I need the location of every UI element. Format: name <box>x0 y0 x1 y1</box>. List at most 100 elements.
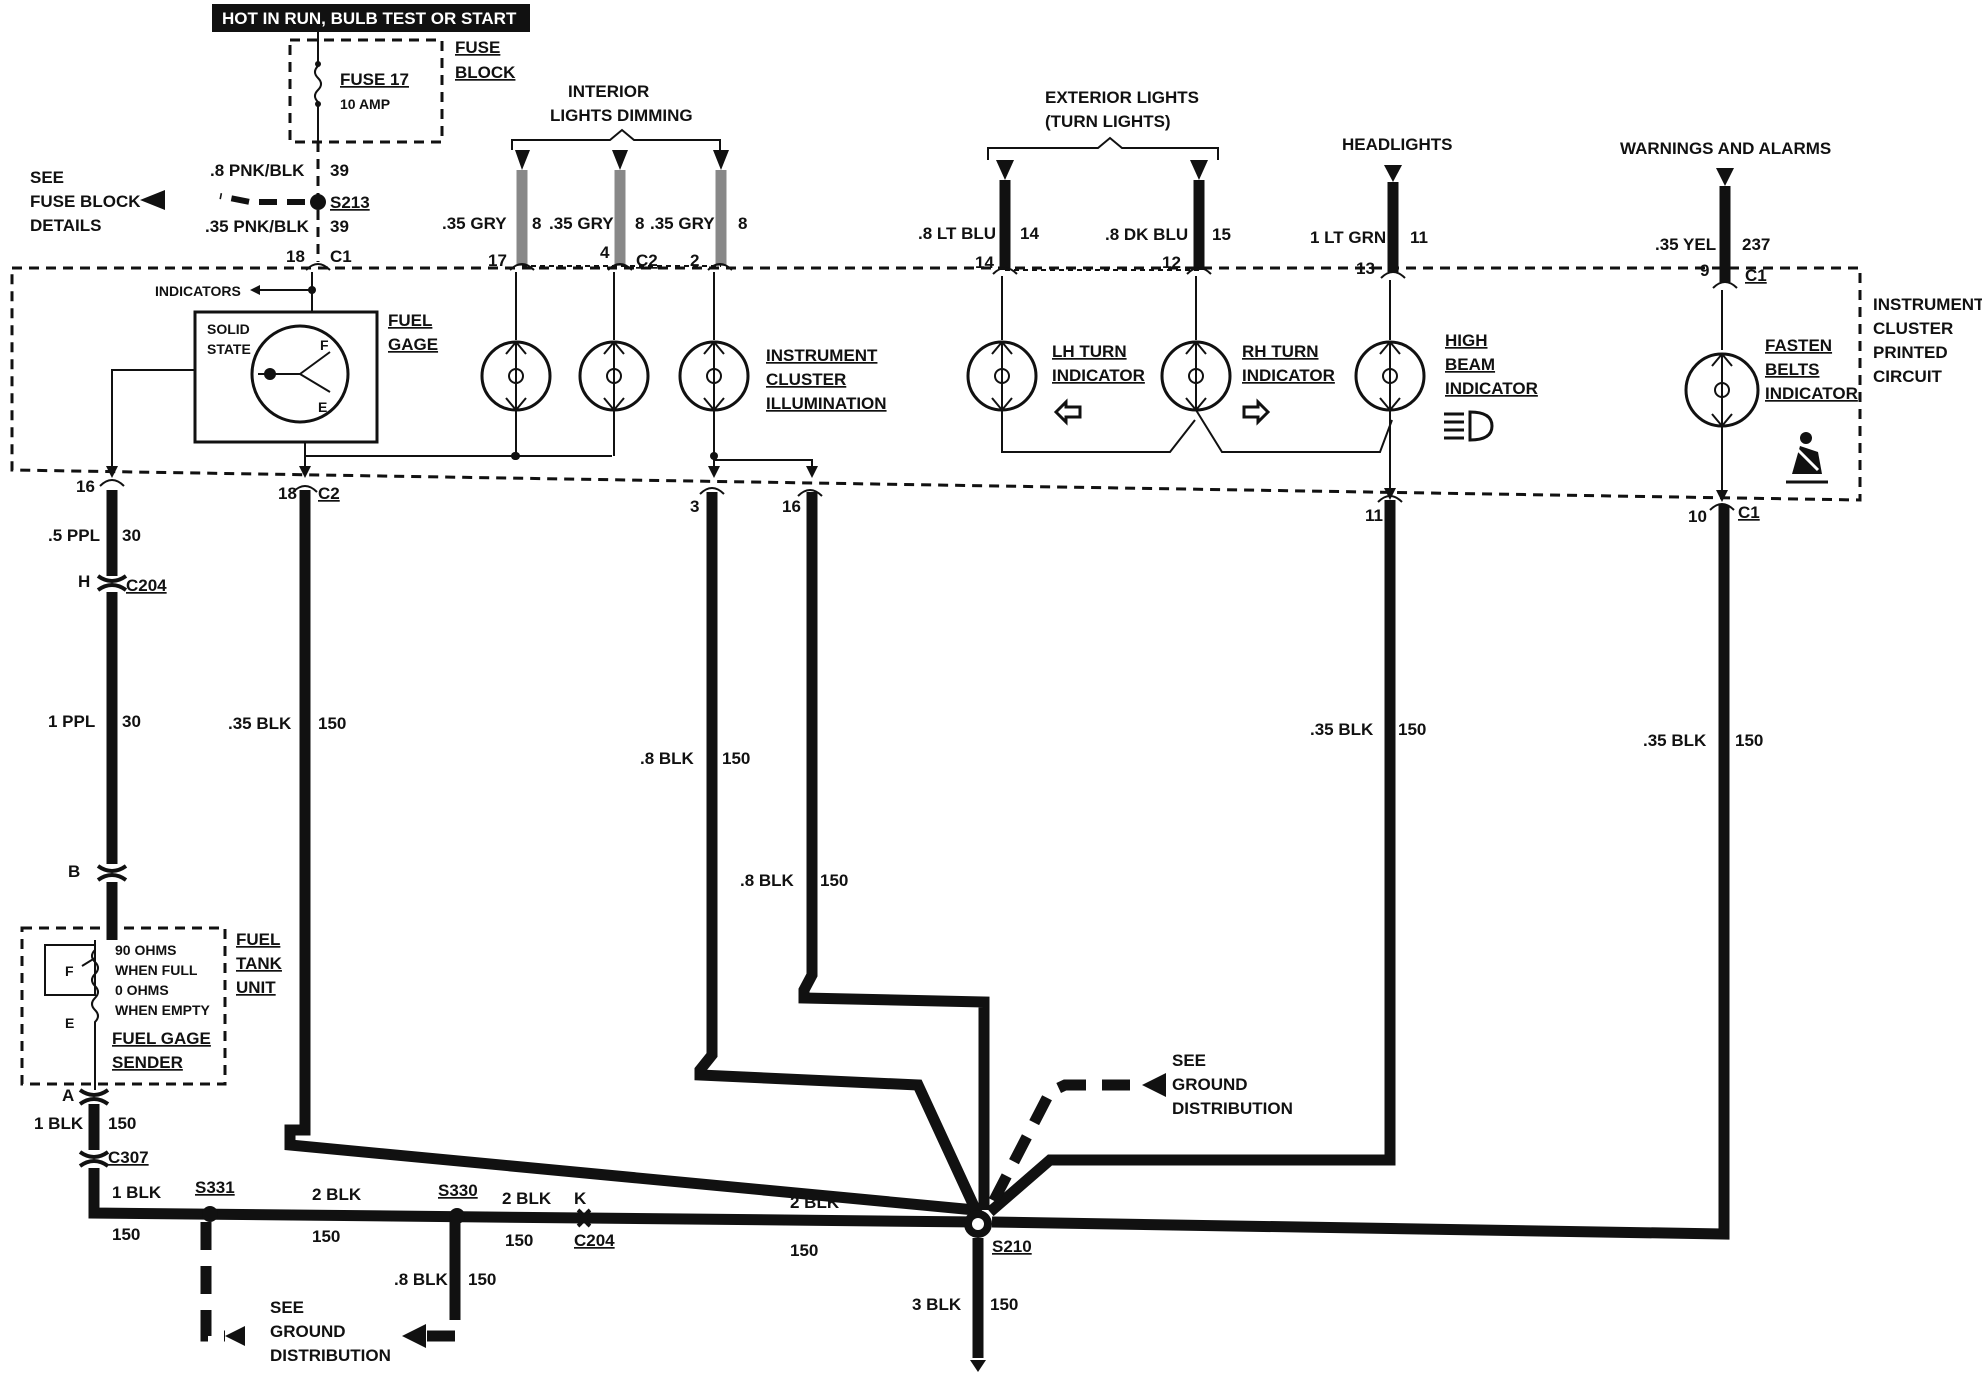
seatbelt-icon <box>1786 432 1828 484</box>
g2-size: .8 BLK <box>640 749 695 768</box>
s213-circuit-top: 39 <box>330 161 349 180</box>
c204-label-top: C204 <box>126 576 167 595</box>
lh-wire-circuit: 14 <box>1020 224 1039 243</box>
c307-label: C307 <box>108 1148 149 1167</box>
gauge-f: F <box>320 337 329 353</box>
fuel-gage-label-2: GAGE <box>388 335 438 354</box>
high-beam-icon <box>1444 410 1494 442</box>
fuse-block-label-2: BLOCK <box>455 63 516 82</box>
dim-connector: C2 <box>636 251 658 270</box>
fasten-belts-bulb <box>1684 281 1760 502</box>
cluster-title-4: CIRCUIT <box>1873 367 1943 386</box>
headlights-pin: 13 <box>1356 259 1375 278</box>
wire-ground-pin-16 <box>798 492 990 1210</box>
high-beam-bulb <box>1354 271 1426 500</box>
s210-label: S210 <box>992 1237 1032 1256</box>
s213-wire-bottom: .35 PNK/BLK <box>205 217 310 236</box>
c204-pin-h: H <box>78 572 90 591</box>
exterior-title-1: EXTERIOR LIGHTS <box>1045 88 1199 107</box>
dim-wire-2-size: .35 GRY <box>549 214 614 233</box>
lh-wire-pin: 14 <box>975 253 994 272</box>
dim-wire-3-pin: 2 <box>690 251 699 270</box>
high-beam-label-1: HIGH <box>1445 331 1488 350</box>
warnings-wire-size: .35 YEL <box>1655 235 1716 254</box>
c204-label-bottom: C204 <box>574 1231 615 1250</box>
fasten-label-1: FASTEN <box>1765 336 1832 355</box>
fuel-gage-box <box>193 310 379 444</box>
c1-pin-18: 18 <box>286 247 305 266</box>
cluster-box <box>10 266 1862 502</box>
power-banner-bg <box>212 4 530 32</box>
k-pin: K <box>574 1189 587 1208</box>
dimming-brace <box>511 128 721 150</box>
dimming-title-2: LIGHTS DIMMING <box>550 106 693 125</box>
tank-unit-label-3: UNIT <box>236 978 276 997</box>
fuse-block-label-1: FUSE <box>455 38 500 57</box>
dim-bulb-1 <box>480 263 552 460</box>
c1-bottom-label: C1 <box>1738 503 1760 522</box>
dim-bulb-2 <box>578 263 650 456</box>
fasten-label-2: BELTS <box>1765 360 1819 379</box>
b-pin: B <box>68 862 80 881</box>
b-connector <box>96 864 128 882</box>
illum-label-2: CLUSTER <box>766 370 846 389</box>
wire-ground-c2-18 <box>284 490 976 1216</box>
lh-turn-label-1: LH TURN <box>1052 342 1127 361</box>
high-beam-label-2: BEAM <box>1445 355 1495 374</box>
sender-label-1: FUEL GAGE <box>112 1029 211 1048</box>
exterior-title-2: (TURN LIGHTS) <box>1045 112 1171 131</box>
g2-circuit: 150 <box>722 749 750 768</box>
headlights-title: HEADLIGHTS <box>1342 135 1453 154</box>
fuel-w2-size: 1 PPL <box>48 712 95 731</box>
solid-state-2: STATE <box>207 341 251 357</box>
right-arrow-icon <box>1242 398 1271 426</box>
c2-bottom-label: C2 <box>318 484 340 503</box>
sender-frame <box>44 944 96 996</box>
s330-label: S330 <box>438 1181 478 1200</box>
warnings-title: WARNINGS AND ALARMS <box>1620 139 1831 158</box>
dim-wire-2-circuit: 8 <box>635 214 644 233</box>
ohms-1: 90 OHMS <box>115 942 176 958</box>
high-beam-label-3: INDICATOR <box>1445 379 1538 398</box>
main-ground-circuit: 150 <box>990 1295 1018 1314</box>
c307-connector <box>78 1150 110 1168</box>
c204-k-connector <box>576 1208 592 1228</box>
g3-size: .8 BLK <box>740 871 795 890</box>
rh-wire-pin: 12 <box>1162 253 1181 272</box>
exterior-brace <box>987 136 1219 160</box>
headlights-wire-size: 1 LT GRN <box>1310 228 1386 247</box>
g4-size: .35 BLK <box>1310 720 1374 739</box>
seg1-size: 1 BLK <box>112 1183 162 1202</box>
dimming-title-1: INTERIOR <box>568 82 649 101</box>
wire-ground-pin-3 <box>694 492 983 1218</box>
see-ground-right-2: GROUND <box>1172 1075 1248 1094</box>
pin-16-b: 16 <box>782 497 801 516</box>
splice-s331 <box>202 1206 218 1222</box>
pin-16-a: 16 <box>76 477 95 496</box>
fuse-rating: 10 AMP <box>340 96 390 112</box>
a-connector <box>78 1088 110 1106</box>
seg2-size: 2 BLK <box>312 1185 362 1204</box>
pin-18-c2: 18 <box>278 484 297 503</box>
ground-dist-right <box>983 1079 1130 1215</box>
warnings-pin: 9 <box>1700 261 1709 280</box>
illum-label-1: INSTRUMENT <box>766 346 878 365</box>
seg4-circuit: 150 <box>790 1241 818 1260</box>
see-ground-left-3: DISTRIBUTION <box>270 1346 391 1365</box>
rh-turn-bulb <box>1160 267 1393 453</box>
solid-state-1: SOLID <box>207 321 250 337</box>
tank-ground-circuit: 150 <box>108 1114 136 1133</box>
power-banner: HOT IN RUN, BULB TEST OR START <box>222 9 517 28</box>
sender-f: F <box>65 963 74 979</box>
fasten-label-3: INDICATOR <box>1765 384 1858 403</box>
see-fuse-block-arrow <box>140 190 165 210</box>
fuse-label: FUSE 17 <box>340 70 409 89</box>
tank-unit-label-1: FUEL <box>236 930 280 949</box>
splice-s330 <box>449 1208 465 1224</box>
splice-s213 <box>310 194 326 210</box>
dim-wire-3-circuit: 8 <box>738 214 747 233</box>
dim-wire-1-pin: 17 <box>488 251 507 270</box>
warnings-circuit: 237 <box>1742 235 1770 254</box>
s213-wire-top: .8 PNK/BLK <box>210 161 305 180</box>
